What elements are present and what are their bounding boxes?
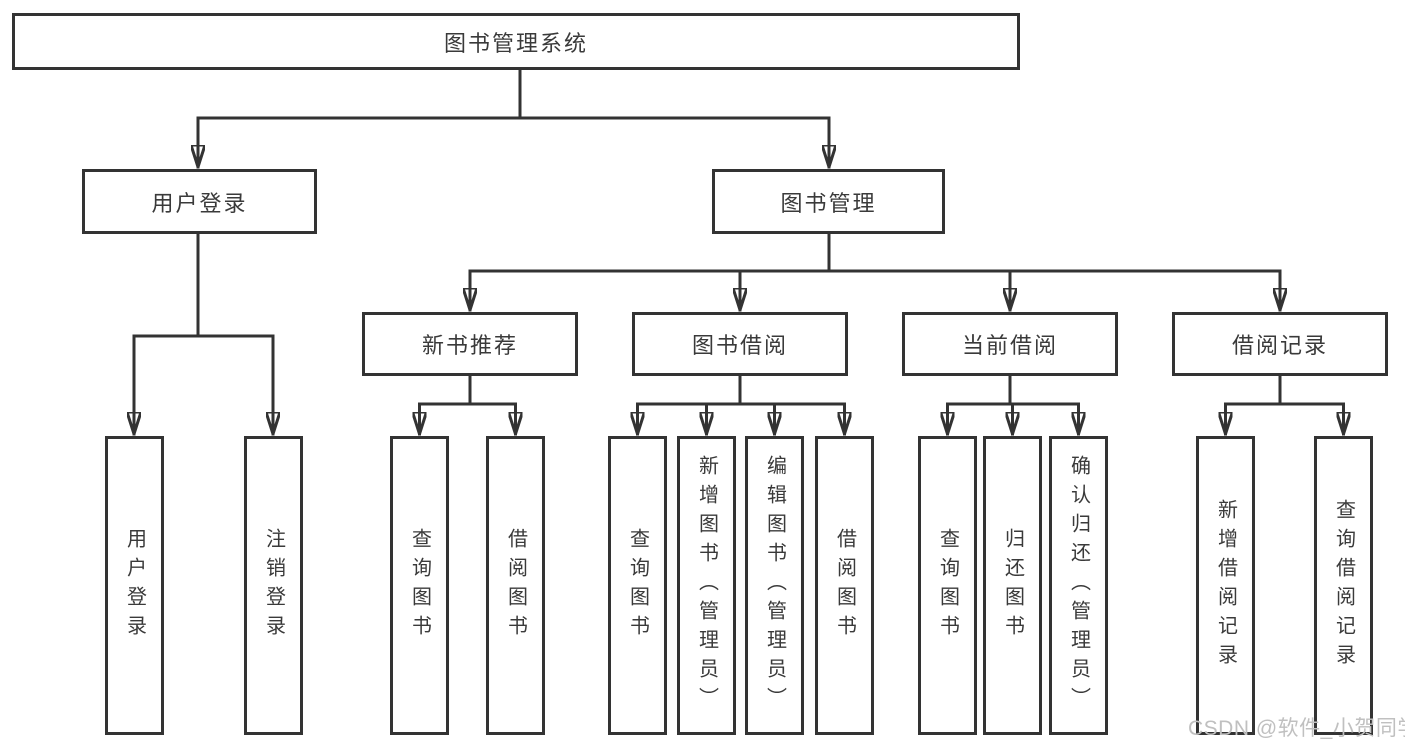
connector-arrows [134, 116, 1344, 436]
node-borrowing-records: 借阅记录 [1172, 312, 1388, 376]
node-leaf-add-book-admin: 新增图书（管理员） [677, 436, 736, 735]
node-current-borrowing: 当前借阅 [902, 312, 1118, 376]
node-library-management-system: 图书管理系统 [12, 13, 1020, 70]
node-leaf-edit-book-admin: 编辑图书（管理员） [745, 436, 804, 735]
connector-trunks [132, 68, 1345, 406]
node-leaf-return-book: 归还图书 [983, 436, 1042, 735]
node-book-borrowing: 图书借阅 [632, 312, 848, 376]
node-leaf-query-book-recommend: 查询图书 [390, 436, 449, 735]
node-new-book-recommend: 新书推荐 [362, 312, 578, 376]
watermark: CSDN @软件_小贺同学 [1188, 717, 1405, 740]
node-leaf-confirm-return-admin: 确认归还（管理员） [1049, 436, 1108, 735]
node-leaf-logout: 注销登录 [244, 436, 303, 735]
node-user-login-branch: 用户登录 [82, 169, 317, 234]
node-leaf-borrow-book-recommend: 借阅图书 [486, 436, 545, 735]
node-leaf-query-book-borrowing: 查询图书 [608, 436, 667, 735]
node-leaf-user-login: 用户登录 [105, 436, 164, 735]
node-leaf-query-book-current: 查询图书 [918, 436, 977, 735]
node-leaf-borrow-book: 借阅图书 [815, 436, 874, 735]
node-leaf-add-borrow-record: 新增借阅记录 [1196, 436, 1255, 735]
node-leaf-query-borrow-record: 查询借阅记录 [1314, 436, 1373, 735]
node-book-management-branch: 图书管理 [712, 169, 945, 234]
